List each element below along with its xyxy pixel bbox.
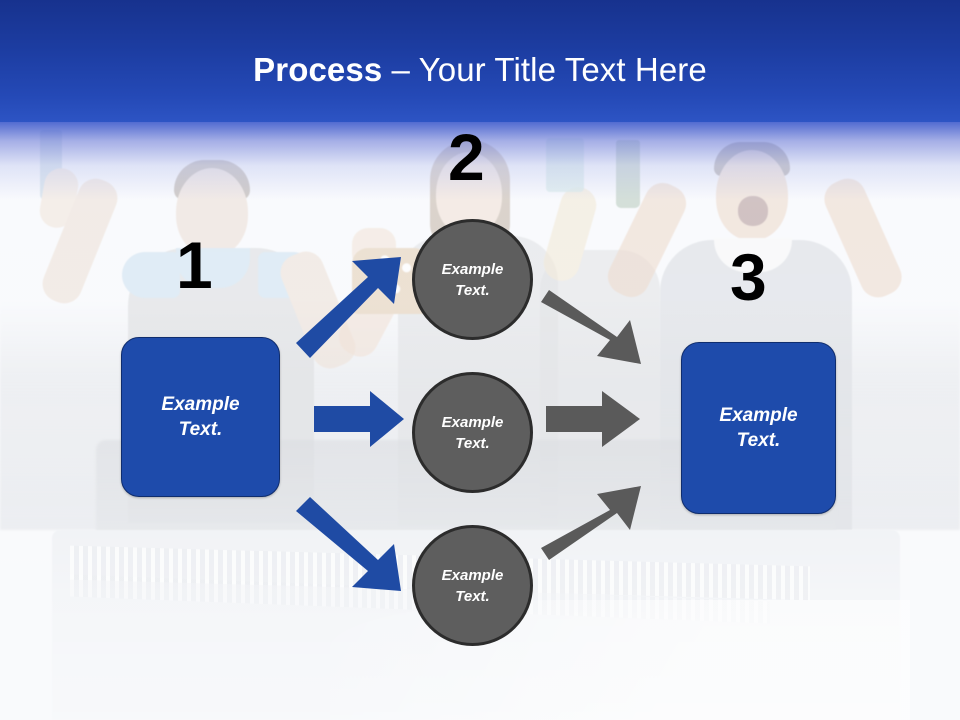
step-number-2: 2 bbox=[448, 120, 485, 194]
photo-bottle-right bbox=[616, 140, 640, 208]
end-box[interactable]: Example Text. bbox=[681, 342, 836, 514]
process-circle-3-line1: Example bbox=[441, 566, 504, 584]
header-bar bbox=[0, 0, 960, 122]
process-circle-3-text: Example Text. bbox=[442, 565, 504, 607]
photo-mouth-right bbox=[738, 196, 768, 226]
start-box-line2: Text. bbox=[178, 419, 223, 440]
end-box-text: Example Text. bbox=[719, 403, 797, 453]
photo-tv-sheen bbox=[330, 600, 910, 720]
photo-glass bbox=[546, 138, 584, 192]
process-circle-1-text: Example Text. bbox=[442, 259, 504, 301]
start-box-text: Example Text. bbox=[161, 392, 239, 442]
photo-shoulder-left bbox=[122, 252, 180, 298]
start-box-line1: Example bbox=[161, 394, 240, 415]
process-circle-1[interactable]: Example Text. bbox=[412, 219, 533, 340]
process-circle-2-text: Example Text. bbox=[442, 412, 504, 454]
end-box-line2: Text. bbox=[736, 430, 781, 451]
step-number-3: 3 bbox=[730, 240, 767, 314]
process-circle-1-line1: Example bbox=[441, 260, 504, 278]
process-circle-1-line2: Text. bbox=[455, 281, 490, 299]
photo-head-right bbox=[716, 150, 788, 240]
process-circle-2-line1: Example bbox=[441, 413, 504, 431]
page-title-strong: Process bbox=[253, 51, 383, 88]
start-box[interactable]: Example Text. bbox=[121, 337, 280, 497]
process-circle-3-line2: Text. bbox=[455, 587, 490, 605]
page-title: Process – Your Title Text Here bbox=[0, 50, 960, 90]
process-circle-2[interactable]: Example Text. bbox=[412, 372, 533, 493]
process-circle-2-line2: Text. bbox=[455, 434, 490, 452]
step-number-1: 1 bbox=[176, 228, 213, 302]
process-circle-3[interactable]: Example Text. bbox=[412, 525, 533, 646]
end-box-line1: Example bbox=[719, 405, 798, 426]
page-title-rest: – Your Title Text Here bbox=[382, 51, 707, 88]
